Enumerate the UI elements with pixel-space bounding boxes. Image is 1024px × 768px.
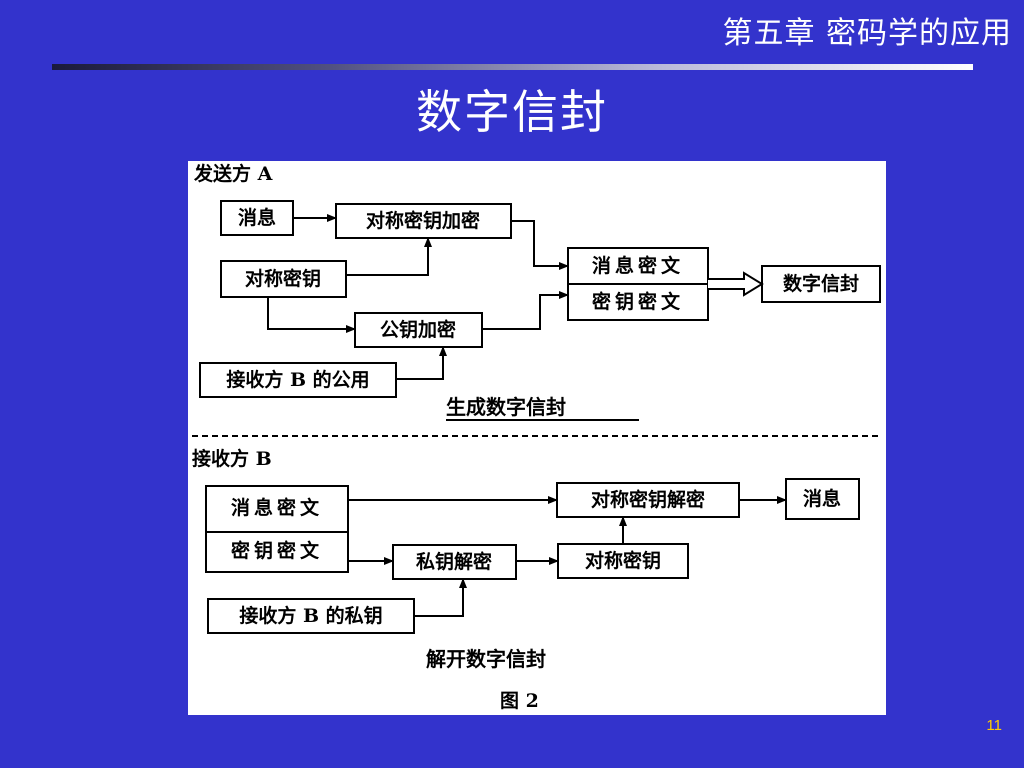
sender-caption: 生成数字信封 bbox=[446, 395, 566, 419]
slide-title: 数字信封 bbox=[416, 85, 608, 139]
sender-label: 发送方 A bbox=[193, 162, 273, 185]
sender-key-cipher-box: 密钥密文 bbox=[567, 283, 709, 321]
sender-sym-key-box: 对称密钥 bbox=[220, 260, 347, 298]
chapter-title: 第五章 密码学的应用 bbox=[722, 16, 1012, 51]
svg-text:接收方 B 的私钥: 接收方 B 的私钥 bbox=[239, 604, 382, 627]
arrow-public-key-to-pub-encrypt bbox=[396, 346, 447, 380]
sender-msg-cipher-box: 消息密文 bbox=[567, 247, 709, 285]
receiver-caption: 解开数字信封 bbox=[426, 647, 546, 671]
svg-text:密钥密文: 密钥密文 bbox=[592, 290, 684, 313]
arrow-pub-encrypt-to-key-cipher bbox=[482, 291, 569, 330]
svg-text:公钥加密: 公钥加密 bbox=[380, 318, 456, 341]
receiver-sym-decrypt-box: 对称密钥解密 bbox=[556, 482, 740, 518]
arrow-private-key-to-priv-decrypt bbox=[414, 578, 467, 617]
receiver-message-box: 消息 bbox=[785, 478, 860, 520]
receiver-msg-cipher-box: 消息密文 bbox=[205, 485, 349, 533]
svg-text:消息: 消息 bbox=[803, 487, 841, 510]
arrow-key-to-encrypt bbox=[346, 237, 432, 276]
digital-envelope-box: 数字信封 bbox=[761, 265, 881, 303]
receiver-private-key-box: 接收方 B 的私钥 bbox=[207, 598, 415, 634]
arrow-encrypt-to-msg-cipher bbox=[511, 220, 569, 270]
receiver-priv-decrypt-box: 私钥解密 bbox=[392, 544, 517, 580]
sender-sym-encrypt-box: 对称密钥加密 bbox=[335, 203, 512, 239]
svg-text:对称密钥: 对称密钥 bbox=[585, 549, 661, 572]
receiver-key-cipher-box: 密钥密文 bbox=[205, 531, 349, 573]
page-number: 11 bbox=[986, 717, 1002, 734]
svg-text:私钥解密: 私钥解密 bbox=[416, 550, 492, 573]
svg-text:消息密文: 消息密文 bbox=[231, 496, 323, 519]
figure-number: 图 2 bbox=[500, 690, 539, 712]
svg-text:接收方 B 的公用: 接收方 B 的公用 bbox=[226, 368, 369, 391]
svg-text:消息: 消息 bbox=[238, 206, 276, 229]
receiver-label: 接收方 B bbox=[192, 447, 272, 470]
svg-text:消息密文: 消息密文 bbox=[592, 254, 684, 277]
sender-pub-encrypt-box: 公钥加密 bbox=[354, 312, 483, 348]
svg-text:密钥密文: 密钥密文 bbox=[231, 539, 323, 562]
digital-envelope-figure: 发送方 A 消息 对称密钥加密 对称密钥 消息密文 密钥密文 数字信封 公钥加密 bbox=[188, 161, 886, 715]
svg-text:对称密钥加密: 对称密钥加密 bbox=[366, 209, 480, 232]
svg-text:对称密钥: 对称密钥 bbox=[245, 267, 321, 290]
svg-text:数字信封: 数字信封 bbox=[783, 272, 859, 295]
arrow-key-to-pub-encrypt bbox=[267, 297, 356, 333]
receiver-public-key-box: 接收方 B 的公用 bbox=[199, 362, 397, 398]
arrow-to-envelope bbox=[708, 271, 764, 297]
header-divider bbox=[52, 64, 973, 70]
sender-message-box: 消息 bbox=[220, 200, 294, 236]
receiver-sym-key-box: 对称密钥 bbox=[557, 543, 689, 579]
flow-diagram: 发送方 A 消息 对称密钥加密 对称密钥 消息密文 密钥密文 数字信封 公钥加密 bbox=[192, 162, 882, 712]
svg-text:对称密钥解密: 对称密钥解密 bbox=[591, 488, 705, 511]
